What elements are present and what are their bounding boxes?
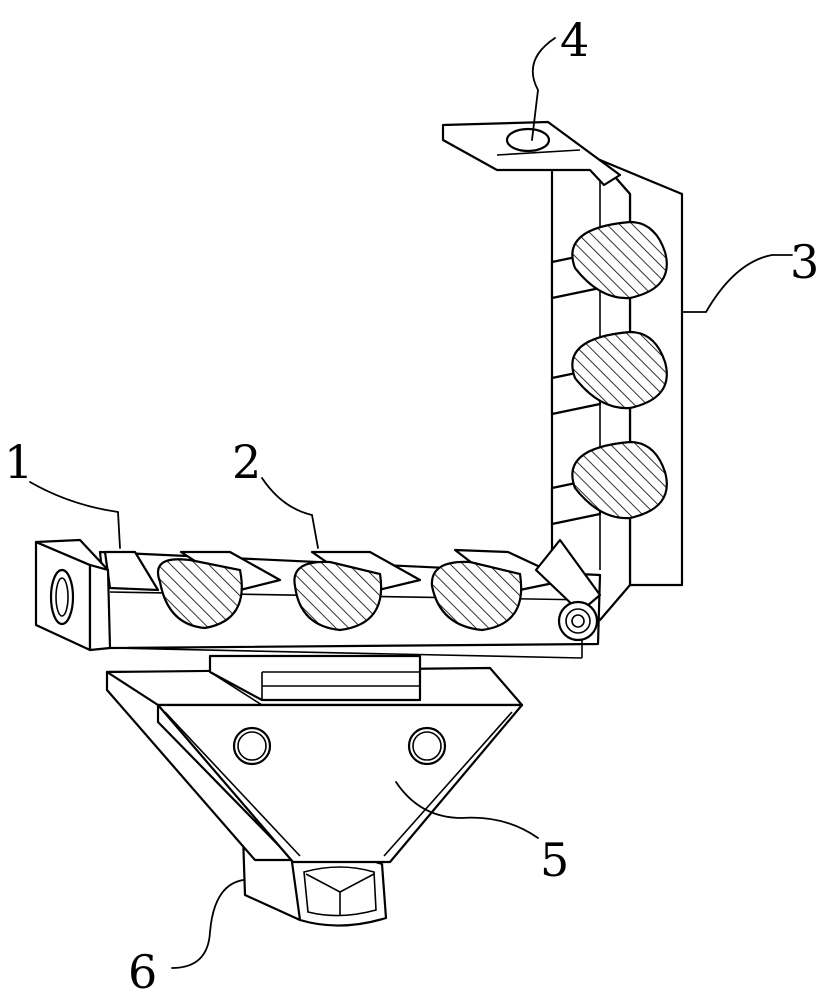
beam-cable-groove-2 <box>293 560 383 632</box>
beam-cable-groove-1 <box>157 558 243 630</box>
leader-line-3 <box>681 254 793 313</box>
top-lug-part-4 <box>441 120 622 187</box>
arm-cable-groove-1 <box>571 220 668 300</box>
connecting-block <box>208 654 422 702</box>
beam-cable-groove-3 <box>430 560 523 632</box>
horizontal-beam-part-1 <box>34 538 602 659</box>
leader-line-4 <box>531 37 556 141</box>
leader-line-6 <box>171 879 244 969</box>
lug-hole <box>505 127 551 153</box>
mounting-hole-left <box>232 726 272 766</box>
leader-lines <box>29 37 793 969</box>
label-6: 6 <box>128 945 157 999</box>
hinge-pin <box>557 600 599 642</box>
reference-numerals: 1 2 3 4 5 6 <box>4 13 819 999</box>
arm-cable-groove-2 <box>571 330 668 410</box>
label-4: 4 <box>560 13 589 67</box>
leader-line-5 <box>395 781 539 839</box>
label-3: 3 <box>790 235 819 289</box>
label-1: 1 <box>4 435 33 489</box>
vertical-arm-part-3 <box>550 158 684 622</box>
label-5: 5 <box>540 833 569 887</box>
label-2: 2 <box>232 435 261 489</box>
leader-line-1 <box>29 481 121 549</box>
end-block-hole <box>49 568 75 626</box>
mounting-hole-right <box>407 726 447 766</box>
arm-cable-groove-3 <box>571 440 668 520</box>
leader-line-2 <box>261 477 319 549</box>
